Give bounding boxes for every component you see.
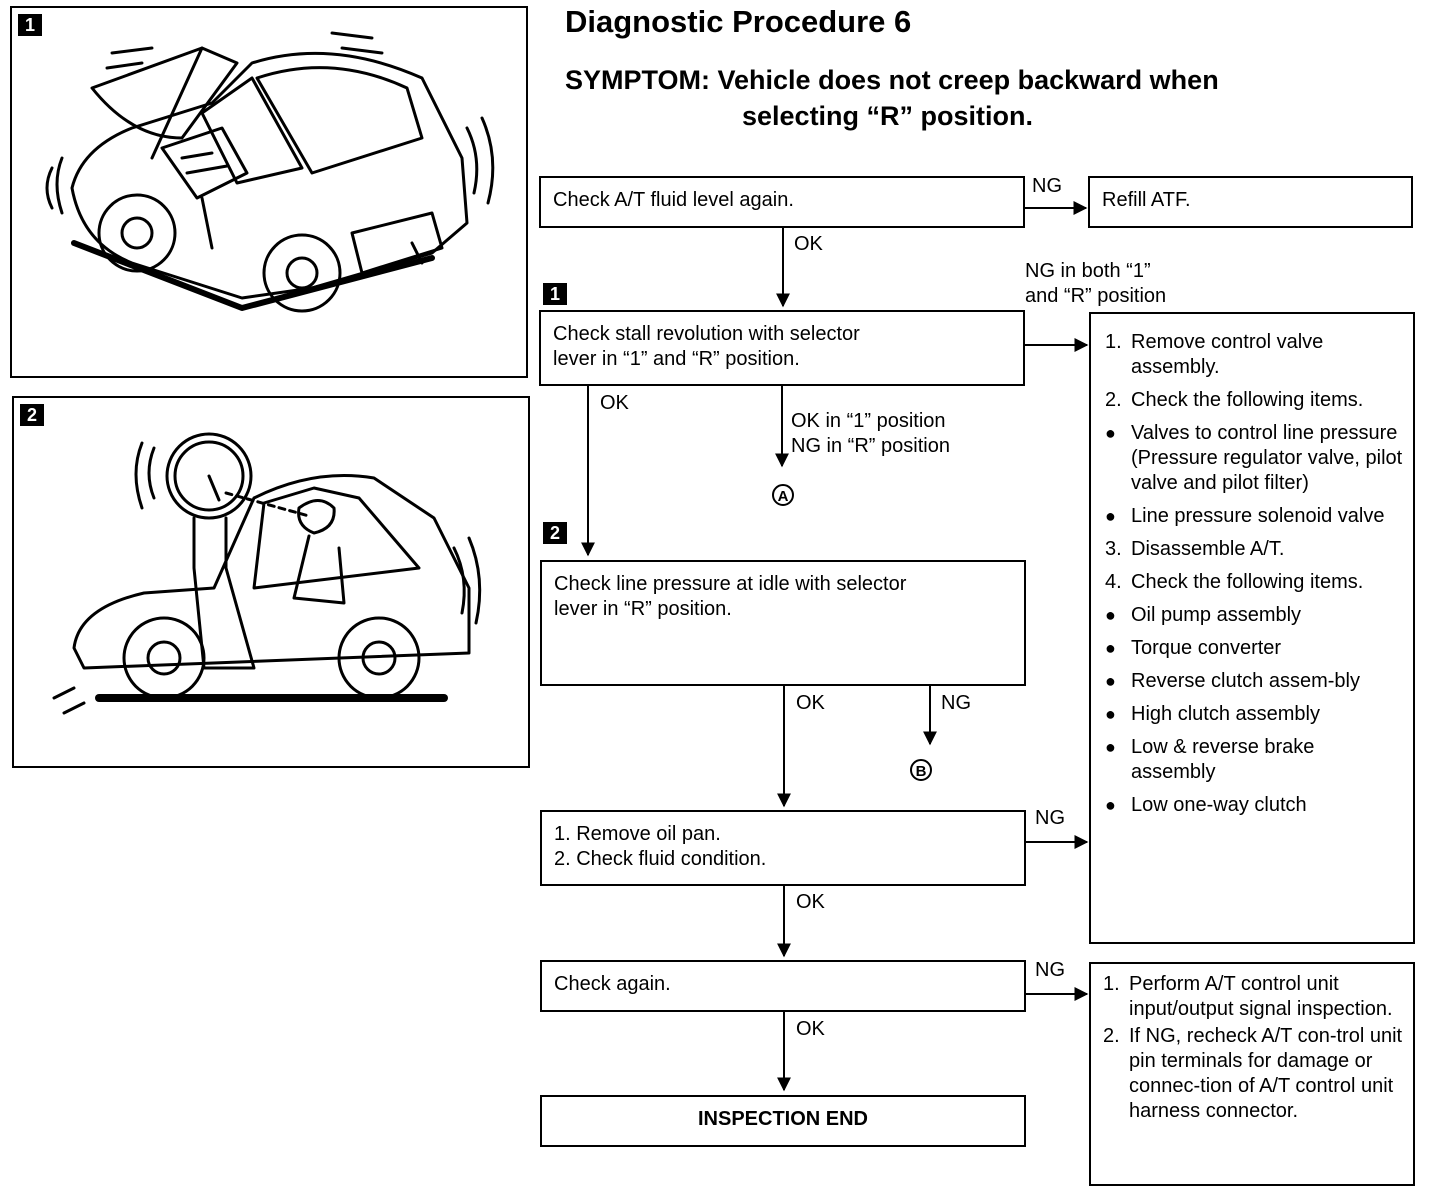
list-item-number: ● — [1105, 795, 1116, 815]
list-item-number: 2. — [1103, 1025, 1120, 1047]
repair-procedure-box: 1. Remove control valve assembly. 2. Check … — [1089, 312, 1415, 944]
check-fluid-box: Check A/T fluid level again. — [539, 176, 1025, 228]
list-item: 4. Check the following items. — [1105, 570, 1403, 595]
list-item-text: Low & reverse brake assembly — [1131, 736, 1315, 783]
list-item: 1. Perform A/T control unit input/output … — [1103, 972, 1403, 1022]
repair-list: 1. Remove control valve assembly. 2. Check … — [1105, 330, 1403, 818]
list-item-text: Oil pump assembly — [1131, 604, 1302, 626]
list-item-text: High clutch assembly — [1131, 703, 1320, 725]
label-ok-fluid: OK — [794, 233, 823, 255]
list-item-text: Disassemble A/T. — [1131, 538, 1285, 560]
symptom-line-1: SYMPTOM: Vehicle does not creep backward… — [565, 65, 1219, 95]
pressure-text-1: Check line pressure at idle with selecto… — [554, 573, 907, 595]
car-hood-open-illustration — [45, 31, 495, 313]
label-ng-pressure: NG — [941, 692, 971, 714]
refill-atf-box: Refill ATF. — [1088, 176, 1413, 228]
step-2-marker: 2 — [543, 522, 567, 544]
symptom-line-2: selecting “R” position. — [742, 101, 1034, 131]
list-item-number: ● — [1105, 704, 1116, 724]
label-ok-oil: OK — [796, 891, 825, 913]
list-item: ● Low & reverse brake assembly — [1105, 735, 1403, 785]
stall-text-2: lever in “1” and “R” position. — [553, 348, 800, 370]
list-item-text: Remove control valve assembly. — [1131, 331, 1324, 378]
list-item-text: Torque converter — [1131, 637, 1282, 659]
figure-2-marker: 2 — [20, 404, 44, 426]
stall-revolution-box: Check stall revolution with selector lev… — [539, 310, 1025, 386]
list-item-text: Check the following items. — [1131, 571, 1364, 593]
list-item-text: Line pressure solenoid valve — [1131, 505, 1385, 527]
control-unit-list: 1. Perform A/T control unit input/output … — [1103, 972, 1403, 1124]
label-ng-in-r: NG in “R” position — [791, 435, 950, 457]
list-item-number: ● — [1105, 506, 1116, 526]
label-ng-both-1: NG in both “1” — [1025, 260, 1151, 282]
list-item-number: ● — [1105, 671, 1116, 691]
check-again-box: Check again. — [540, 960, 1026, 1012]
label-ok-again: OK — [796, 1018, 825, 1040]
stall-text-1: Check stall revolution with selector — [553, 323, 860, 345]
line-pressure-box: Check line pressure at idle with selecto… — [540, 560, 1026, 686]
list-item-number: ● — [1105, 638, 1116, 658]
control-unit-box: 1. Perform A/T control unit input/output … — [1089, 962, 1415, 1186]
list-item: 3. Disassemble A/T. — [1105, 537, 1403, 562]
label-ok-pressure: OK — [796, 692, 825, 714]
oil-pan-text-2: 2. Check fluid condition. — [554, 848, 767, 870]
list-item: 2. If NG, recheck A/T con-trol unit pin t… — [1103, 1024, 1403, 1124]
list-item: ● Reverse clutch assem-bly — [1105, 669, 1403, 694]
list-item: ● Valves to control line pressure (Pressu… — [1105, 421, 1403, 496]
step-1-marker: 1 — [543, 283, 567, 305]
list-item-number: 1. — [1103, 973, 1120, 995]
list-item: ● Oil pump assembly — [1105, 603, 1403, 628]
list-item-text: Valves to control line pressure (Pressur… — [1131, 422, 1403, 494]
list-item: 1. Remove control valve assembly. — [1105, 330, 1403, 380]
list-item-number: ● — [1105, 423, 1116, 443]
list-item: ● Low one-way clutch — [1105, 793, 1403, 818]
figure-1-panel: 1 — [10, 6, 528, 378]
pressure-text-2: lever in “R” position. — [554, 598, 732, 620]
oil-pan-box: 1. Remove oil pan. 2. Check fluid condit… — [540, 810, 1026, 886]
inspection-end-box: INSPECTION END — [540, 1095, 1026, 1147]
figure-2-panel: 2 — [12, 396, 530, 768]
list-item: 2. Check the following items. — [1105, 388, 1403, 413]
label-ok-in-1: OK in “1” position — [791, 410, 946, 432]
list-item-number: 3. — [1105, 538, 1122, 560]
list-item-number: 1. — [1105, 331, 1122, 353]
list-item-text: If NG, recheck A/T con-trol unit pin ter… — [1129, 1025, 1403, 1122]
list-item: ● High clutch assembly — [1105, 702, 1403, 727]
list-item-number: 4. — [1105, 571, 1122, 593]
page-title: Diagnostic Procedure 6 — [565, 4, 912, 39]
list-item: ● Line pressure solenoid valve — [1105, 504, 1403, 529]
label-ng-oil: NG — [1035, 807, 1065, 829]
list-item-number: 2. — [1105, 389, 1122, 411]
list-item-text: Perform A/T control unit input/output si… — [1129, 973, 1393, 1020]
label-ng-both-2: and “R” position — [1025, 285, 1167, 307]
label-ng-again: NG — [1035, 959, 1065, 981]
pressure-gauge-illustration — [52, 432, 482, 715]
list-item-text: Reverse clutch assem-bly — [1131, 670, 1360, 692]
list-item: ● Torque converter — [1105, 636, 1403, 661]
label-ok-stall: OK — [600, 392, 629, 414]
label-ng-fluid: NG — [1032, 175, 1062, 197]
figure-1-marker: 1 — [18, 14, 42, 36]
oil-pan-text-1: 1. Remove oil pan. — [554, 823, 721, 845]
list-item-text: Low one-way clutch — [1131, 794, 1307, 816]
list-item-text: Check the following items. — [1131, 389, 1364, 411]
list-item-number: ● — [1105, 605, 1116, 625]
connector-a: A — [772, 484, 794, 506]
connector-b: B — [910, 759, 932, 781]
list-item-number: ● — [1105, 737, 1116, 757]
